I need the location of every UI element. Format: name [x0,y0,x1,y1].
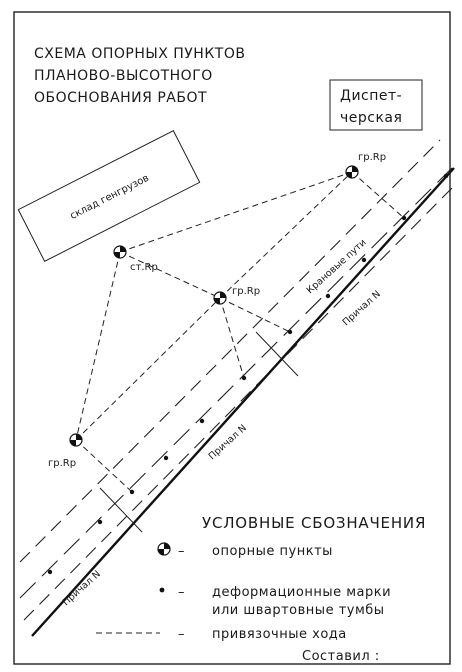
title-line-3: ОБОСНОВАНИЯ РАБОТ [34,90,207,106]
crane-track-dashed-line [19,167,453,599]
legend-dash-2: – [178,585,185,600]
control-point-2 [113,245,127,259]
dispatch-label-1: Диспет- [340,88,402,104]
crane-track-label: Крановые пути [305,237,369,296]
legend-dash-1: – [178,544,185,559]
legend-dash-3: – [178,627,185,642]
warehouse-label: склад генгрузов [68,173,151,222]
compiled-by-label: Составил : [302,649,380,664]
legend-title: УСЛОВНЫЕ СБОЗНАЧЕНИЯ [202,514,426,532]
outer-frame [13,11,451,665]
legend-item-marks-2: или швартовные тумбы [212,603,385,618]
control-point-2-label: ст.Rp [130,262,158,273]
control-point-1 [345,165,359,179]
control-point-4 [69,433,83,447]
dashed-line-far [19,139,441,563]
legend-item-control-points: опорные пункты [212,544,333,559]
crane-track-dashed-line-2 [23,187,453,621]
berth-label-1: Причал N [341,289,383,329]
legend-mark-icon [159,587,165,593]
legend-item-marks-1: деформационные марки [212,585,391,600]
dispatch-office-box [329,79,423,131]
legend-control-point-icon [157,542,171,556]
control-point-3-label: гр.Rp [232,286,260,297]
legend: УСЛОВНЫЕ СБОЗНАЧЕНИЯ – опорные пункты – … [96,514,426,642]
traverse-lines [75,171,405,493]
berth-edge-line [31,167,455,637]
berth-separator-1 [99,487,143,533]
warehouse-box [17,129,201,263]
control-point-4-label: гр.Rp [48,458,76,469]
dispatch-label-2: черская [340,110,402,126]
title-line-1: СХЕМА ОПОРНЫХ ПУНКТОВ [34,46,245,62]
legend-item-traverses: привязочные хода [212,627,347,642]
title-line-2: ПЛАНОВО-ВЫСОТНОГО [34,68,213,84]
berth-label-3: Причал N [61,569,103,609]
warehouse: склад генгрузов [17,129,201,263]
berth-separator-2 [255,331,299,377]
deformation-marks [47,173,449,575]
control-point-3 [213,291,227,305]
control-point-1-label: гр.Rp [358,152,386,163]
